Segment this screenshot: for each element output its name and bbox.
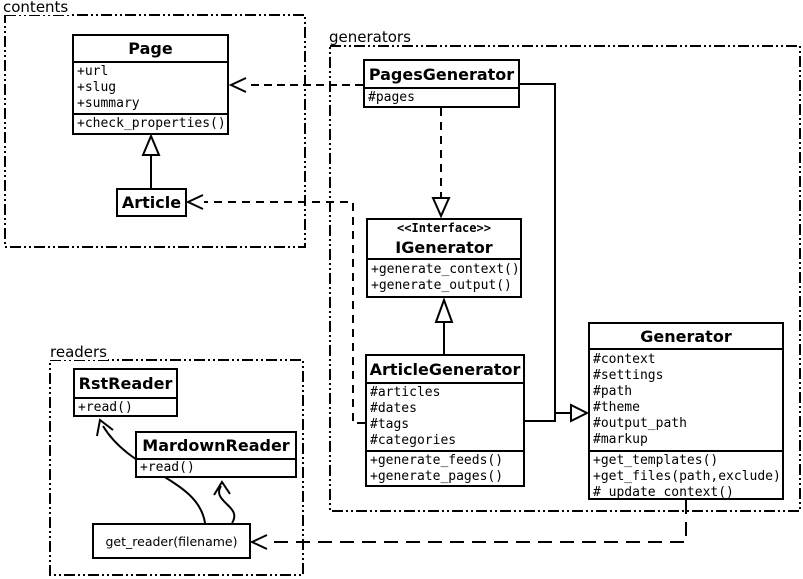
method: #_update_context() [593,485,734,500]
package-label-readers: readers [49,343,108,361]
method: +generate_output() [371,278,512,293]
class-title-rstreader: RstReader [75,370,176,399]
interface-name: IGenerator [395,238,493,257]
class-methods-page: +check_properties() [74,113,227,135]
stereotype-interface: <<Interface>> [397,221,491,235]
class-box-rstreader: RstReader +read() [73,368,178,417]
method: +generate_context() [371,262,520,277]
attribute: #categories [370,433,457,448]
attribute: +summary [77,96,140,111]
class-attributes-page: +url +slug +summary [74,63,227,113]
class-title-article: Article [121,193,182,212]
attribute: #context [593,352,656,367]
arrow-article-to-page-generalization [141,133,161,188]
class-attributes-generator: #context #settings #path #theme #output_… [590,350,782,450]
class-box-igenerator: <<Interface>> IGenerator +generate_conte… [366,218,522,298]
attribute: #dates [370,401,417,416]
class-title-articlegenerator: ArticleGenerator [367,356,523,384]
attribute: #settings [593,368,664,383]
package-border-contents [4,14,306,248]
attribute: #pages [368,90,415,105]
class-methods-mardownreader: +read() [137,460,295,478]
class-attributes-articlegenerator: #articles #dates #tags #categories [367,384,523,450]
attribute: #markup [593,432,648,447]
attribute: #path [593,384,633,399]
attribute: #output_path [593,416,687,431]
method: +read() [78,400,133,415]
arrow-generators-to-generator-generalization [520,83,590,423]
class-box-pagesgenerator: PagesGenerator #pages [363,59,520,108]
class-methods-igenerator: +generate_context() +generate_output() [368,260,520,298]
package-border-generators [329,45,801,512]
arrow-articlegenerator-to-article-dependency [185,194,365,424]
method: +check_properties() [77,116,226,131]
class-title-mardownreader: MardownReader [137,433,295,460]
package-label-contents: contents [2,0,70,16]
attribute: +url [77,64,109,79]
function-label-get-reader: get_reader(filename) [105,533,238,549]
class-title-pagesgenerator: PagesGenerator [365,61,518,89]
arrow-pagesgenerator-to-page-dependency [228,77,363,93]
arrow-pagesgenerator-to-igenerator-realization [431,108,451,219]
attribute: #articles [370,385,441,400]
attribute: #theme [593,400,640,415]
method: +get_files(path,exclude) [593,469,781,484]
class-box-article: Article [116,188,187,217]
class-title-page: Page [74,36,227,63]
class-methods-articlegenerator: +generate_feeds() +generate_pages() [367,450,523,487]
class-box-generator: Generator #context #settings #path #them… [588,322,784,500]
package-border-readers [49,359,304,576]
attribute: #tags [370,417,410,432]
method: +read() [140,460,195,475]
arrow-getreader-to-mardownreader [213,480,236,524]
class-attributes-pagesgenerator: #pages [365,89,518,108]
attribute: +slug [77,80,117,95]
class-title-igenerator: <<Interface>> IGenerator [368,220,520,260]
arrow-articlegenerator-to-igenerator-generalization [434,297,454,354]
arrow-generator-to-getreader-dependency [249,500,687,550]
method: +generate_feeds() [370,453,504,468]
class-methods-rstreader: +read() [75,399,176,417]
class-methods-generator: +get_templates() +get_files(path,exclude… [590,450,782,500]
method: +generate_pages() [370,469,504,484]
method: +get_templates() [593,453,719,468]
package-label-generators: generators [328,28,412,46]
class-box-page: Page +url +slug +summary +check_properti… [72,34,229,135]
function-box-get-reader: get_reader(filename) [92,523,251,559]
class-title-generator: Generator [590,324,782,350]
class-box-articlegenerator: ArticleGenerator #articles #dates #tags … [365,354,525,487]
class-box-mardownreader: MardownReader +read() [135,431,297,478]
